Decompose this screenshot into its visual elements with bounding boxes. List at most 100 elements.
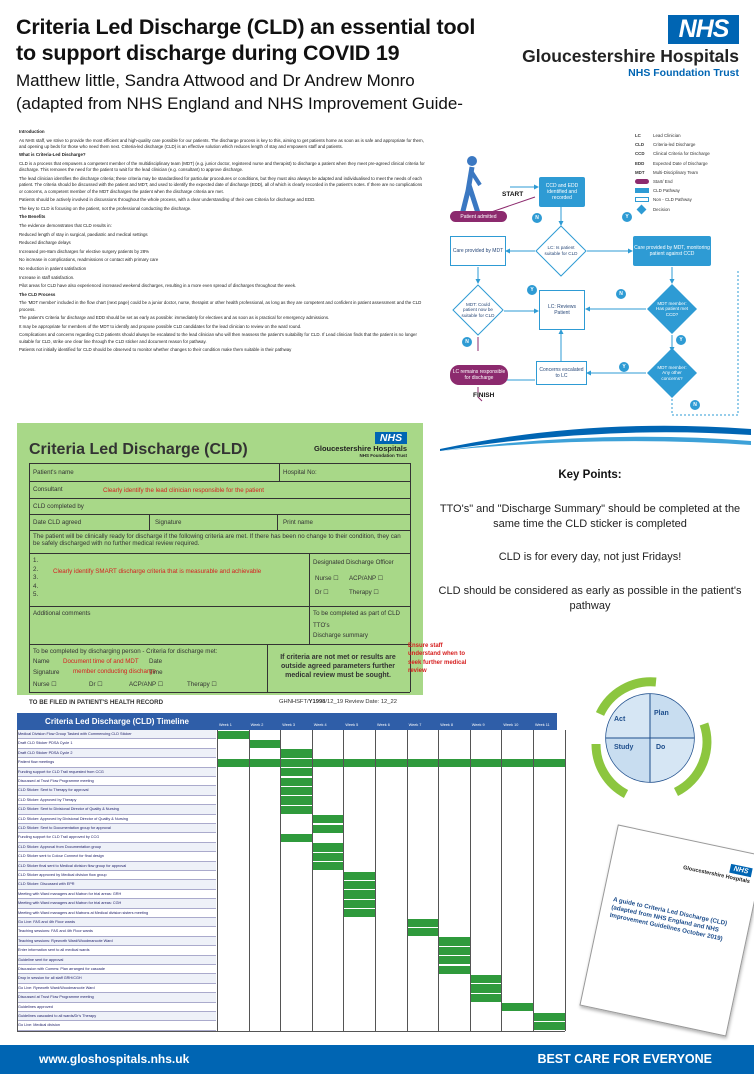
decision-yes-marker: Y bbox=[619, 362, 629, 372]
timeline-gridline bbox=[438, 730, 439, 1031]
authors: Matthew little, Sandra Attwood and Dr An… bbox=[16, 69, 496, 115]
code-rest: /12_19 Review Date: 12_22 bbox=[325, 699, 397, 705]
timeline-bar bbox=[280, 786, 312, 796]
timeline-task-label: Drop in session for all staff GRH/CGH bbox=[17, 974, 216, 984]
form-line bbox=[29, 530, 410, 531]
timeline-gridline bbox=[375, 730, 376, 1031]
benefit-item: No increase in complications, readmissio… bbox=[19, 257, 159, 263]
timeline-task-label: CLD Sticker: Approved by Therapy bbox=[17, 796, 216, 806]
website-link[interactable]: www.gloshospitals.nhs.uk bbox=[39, 1052, 190, 1066]
legend-item: CLD Pathway bbox=[635, 186, 747, 195]
timeline-bar bbox=[438, 946, 470, 956]
pdsa-cycle: Act Plan Study Do bbox=[586, 674, 716, 804]
ttos-label: TTO's bbox=[313, 622, 330, 629]
discharge-officer-label: Designated Discharge Officer bbox=[313, 559, 394, 566]
ensure-staff-note: Ensure staff understand when to seek fur… bbox=[408, 643, 467, 674]
legend-key bbox=[635, 204, 653, 215]
hospital-no-label: Hospital No: bbox=[283, 469, 317, 476]
form-line bbox=[29, 463, 410, 464]
timeline-task-label: Meeting with Ward managers and Matron fo… bbox=[17, 890, 216, 900]
role-acp-label: ACP/ANP bbox=[129, 681, 157, 688]
legend-key: CCD bbox=[635, 151, 645, 157]
legend-label: Multi-Disciplinary Team bbox=[653, 169, 699, 175]
sticker-org-name: Gloucestershire Hospitals bbox=[314, 444, 407, 453]
timeline-gridline bbox=[17, 1030, 565, 1032]
timeline-bar bbox=[311, 862, 344, 871]
timeline-bar bbox=[280, 749, 312, 758]
what-is-cld-heading: What is Criteria-Led Discharge? bbox=[19, 152, 86, 158]
timeline-gridline bbox=[564, 730, 566, 1031]
legend-item: CCD Clinical Criteria for Discharge bbox=[635, 149, 747, 158]
decision-yes-marker: Y bbox=[622, 212, 632, 222]
process-heading: The CLD Process bbox=[19, 291, 56, 297]
role-therapy: Therapy ☐ bbox=[187, 681, 217, 688]
decision-no-marker: N bbox=[462, 337, 472, 347]
officer-option-nurse: Nurse ☐ bbox=[315, 575, 339, 582]
criteria-number: 5. bbox=[33, 591, 39, 598]
patient-name-label: Patient's name bbox=[33, 469, 74, 476]
role-acp: ACP/ANP ☐ bbox=[129, 681, 164, 688]
decision-no-marker: N bbox=[690, 400, 700, 410]
pdsa-act: Act bbox=[614, 716, 626, 723]
officer-option-dr: Dr ☐ bbox=[315, 589, 329, 596]
patient-admitted-node: Patient admitted bbox=[450, 211, 507, 222]
timeline-gridline bbox=[248, 730, 250, 1031]
introduction-text: Introduction As NHS staff, we strive to … bbox=[19, 127, 427, 356]
pdsa-arrows-icon bbox=[591, 677, 712, 798]
timeline-gridline bbox=[406, 730, 408, 1031]
criteria-number: 3. bbox=[33, 574, 39, 581]
week-header: Week 4 bbox=[313, 723, 327, 727]
time-label: Time bbox=[149, 669, 163, 676]
timeline-bar bbox=[280, 796, 312, 805]
decision-no-marker: N bbox=[616, 289, 626, 299]
timeline-bar bbox=[343, 909, 375, 918]
timeline-bar bbox=[438, 956, 470, 965]
legend-key bbox=[635, 197, 653, 203]
pdsa-do: Do bbox=[656, 744, 666, 751]
form-line bbox=[29, 606, 410, 607]
lc-remains-node: LC remains responsible for discharge bbox=[450, 365, 508, 385]
form-line bbox=[29, 481, 410, 482]
guide-page: NHS Gloucestershire Hospitals A guide to… bbox=[579, 824, 754, 1037]
authors-line-1: Matthew little, Sandra Attwood and Dr An… bbox=[16, 71, 415, 90]
benefit-item: Increased pre-8am discharges for electiv… bbox=[19, 248, 150, 254]
week-header: Week 9 bbox=[471, 723, 485, 727]
nhs-logo: NHS bbox=[668, 15, 739, 44]
legend-label: Clinical Criteria for Discharge bbox=[653, 151, 710, 157]
timeline-gridline bbox=[501, 730, 502, 1031]
timeline-bar bbox=[280, 777, 312, 786]
org-subtitle: NHS Foundation Trust bbox=[628, 67, 739, 79]
intro-paragraph: The key to CLD is focusing on the patien… bbox=[19, 205, 192, 211]
poster-title: Criteria Led Discharge (CLD) an essentia… bbox=[16, 15, 476, 65]
signature-label-2: Signature bbox=[33, 669, 60, 676]
form-line bbox=[309, 553, 310, 644]
timeline-gridline bbox=[469, 730, 471, 1031]
intro-paragraph: The lead clinician identifies the discha… bbox=[19, 175, 423, 194]
week-header: Week 1 bbox=[219, 723, 232, 727]
form-line bbox=[267, 644, 268, 692]
name-label: Name bbox=[33, 658, 50, 665]
timeline-task-label: Meeting with Ward managers and Matron fo… bbox=[17, 899, 216, 909]
therapy-label: Therapy bbox=[349, 589, 372, 596]
form-line bbox=[149, 514, 150, 530]
nurse-label: Nurse bbox=[315, 575, 332, 582]
form-line bbox=[277, 514, 278, 530]
timeline-bar bbox=[280, 768, 312, 777]
intro-paragraph: As NHS staff, we strive to provide the m… bbox=[19, 137, 424, 149]
legend-label: Lead Clinician bbox=[653, 133, 681, 139]
role-therapy-label: Therapy bbox=[187, 681, 210, 688]
legend-swatch bbox=[635, 197, 649, 203]
timeline-bar bbox=[280, 805, 312, 815]
criteria-number: 2. bbox=[33, 565, 39, 573]
timeline-bar bbox=[217, 730, 249, 739]
officer-option-acp: ACP/ANP ☐ bbox=[349, 575, 384, 582]
benefit-item: Reduced length of stay in surgical, paed… bbox=[19, 231, 148, 237]
timeline-task-label: Discussed at Trust Flow Programme meetin… bbox=[17, 777, 216, 787]
timeline-task-label: Guidelines cascaded to all wards/Dr's Th… bbox=[17, 1012, 216, 1022]
to-be-completed-label: To be completed as part of CLD bbox=[313, 610, 401, 617]
timeline-bar bbox=[343, 871, 375, 880]
timeline-task-label: Funding support for CLD Trail approved b… bbox=[17, 833, 216, 843]
sticker-footer: TO BE FILED IN PATIENT'S HEALTH RECORD G… bbox=[17, 695, 423, 710]
date-label: Date bbox=[149, 658, 163, 665]
